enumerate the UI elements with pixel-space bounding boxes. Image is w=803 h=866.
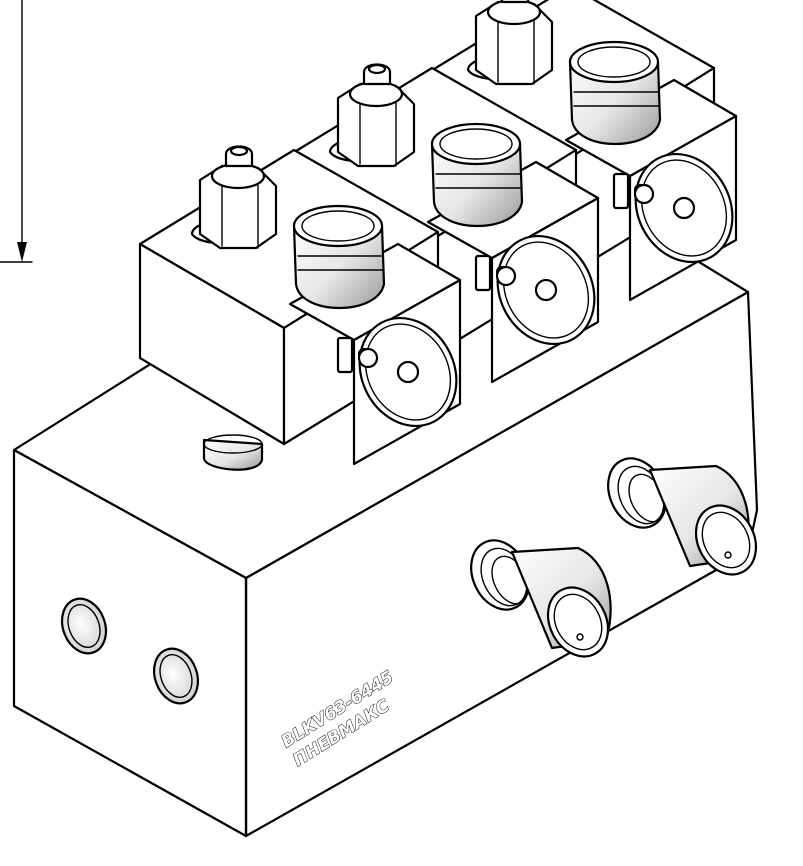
mounting-hole — [60, 597, 108, 655]
mounting-hole — [152, 647, 200, 705]
side-fitting-rear — [607, 457, 758, 576]
side-fitting-front — [470, 539, 612, 658]
valve-module — [138, 145, 462, 466]
dimension-arrow — [0, 0, 33, 263]
bottom-boss — [202, 434, 264, 471]
